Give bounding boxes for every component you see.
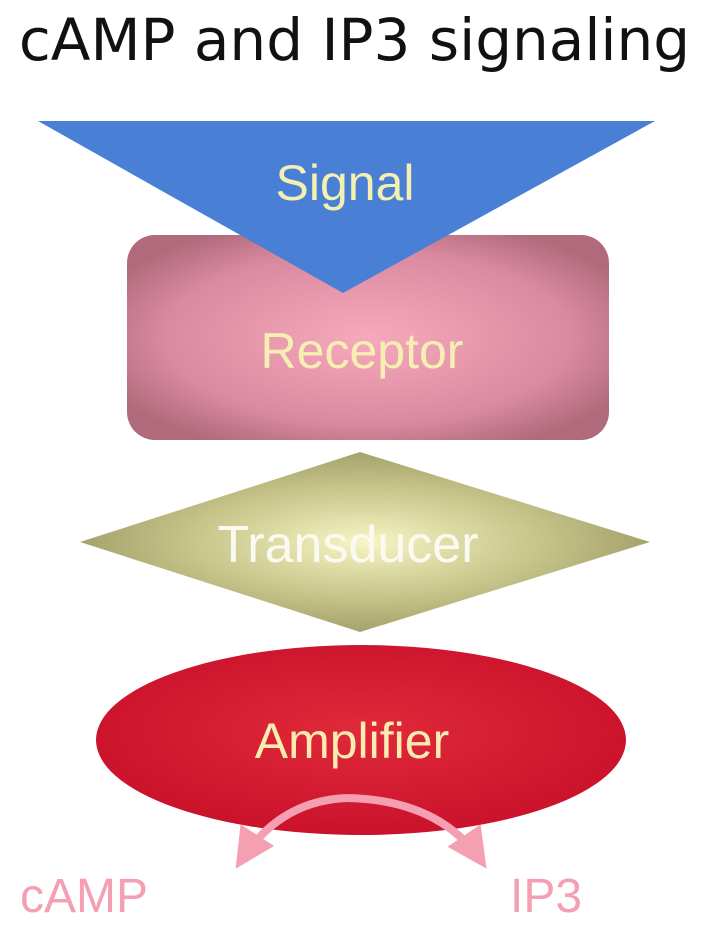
amplifier-label: Amplifier xyxy=(255,713,449,769)
signal-label: Signal xyxy=(276,155,415,211)
receptor-box xyxy=(127,235,609,440)
signal-triangle xyxy=(38,121,655,293)
transducer-label: Transducer xyxy=(217,516,478,574)
camp-label: cAMP xyxy=(20,870,148,923)
ip3-label: IP3 xyxy=(510,870,582,923)
arrow-to-camp xyxy=(235,794,349,869)
arrow-to-ip3 xyxy=(347,794,487,869)
page-title: cAMP and IP3 signaling xyxy=(18,6,691,74)
receptor-label: Receptor xyxy=(261,323,464,379)
amplifier-ellipse xyxy=(96,645,626,835)
transducer-diamond xyxy=(80,452,650,632)
